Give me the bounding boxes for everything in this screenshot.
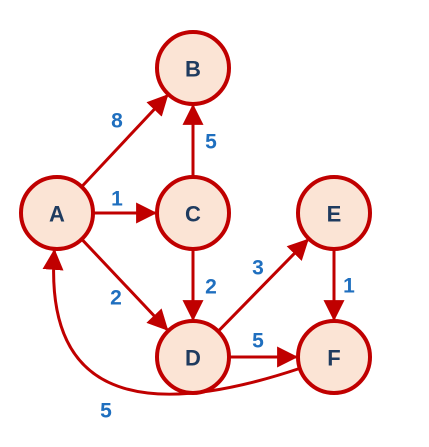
node-label: D [185,346,201,371]
edge-weight-e-f: 1 [343,275,355,298]
edge-weight-c-d: 2 [205,276,217,299]
node-label: F [327,346,340,371]
node-circle [155,319,231,395]
node-circle [296,319,372,395]
nodes-layer: A B C D E F [19,30,372,395]
edge-weight-d-f: 5 [252,330,264,353]
node-label: B [185,57,201,82]
edges-layer [42,94,345,396]
node-b: B [155,30,231,106]
node-circle [155,30,231,106]
edge-weights-layer: 8 1 2 5 2 3 5 1 5 [100,110,355,423]
node-f: F [296,319,372,395]
node-label: E [327,202,342,227]
edge-f-a [42,248,301,396]
edge-weight-f-a: 5 [100,400,112,423]
node-e: E [296,175,372,251]
node-a: A [19,175,95,251]
node-circle [155,175,231,251]
edge-weight-a-b: 8 [111,110,123,133]
edge-a-b [80,94,169,188]
edge-weight-d-e: 3 [252,257,264,280]
edge-weight-c-b: 5 [205,131,217,154]
edge-a-d [80,238,169,331]
edge-weight-a-d: 2 [110,287,122,310]
edge-d-e [217,238,309,333]
node-label: C [185,202,201,227]
node-circle [19,175,95,251]
node-label: A [49,202,65,227]
edge-weight-a-c: 1 [111,188,123,211]
node-c: C [155,175,231,251]
node-d: D [155,319,231,395]
node-circle [296,175,372,251]
